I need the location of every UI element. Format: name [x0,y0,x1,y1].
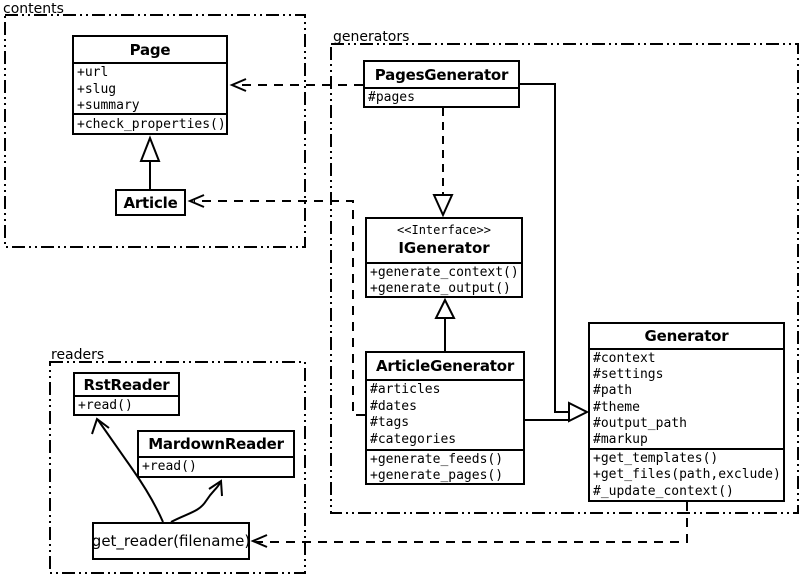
class-generator: Generator #context #settings #path #them… [588,322,785,502]
attribute: #articles [370,382,441,397]
attribute: #context [593,351,656,366]
package-contents-border [4,14,306,248]
attribute: #tags [370,415,410,430]
realization-pagesgenerator-igenerator [432,108,454,218]
attribute: #output_path [593,415,687,431]
attribute: #pages [368,90,415,105]
class-article: Article [115,189,186,216]
attribute: #settings [593,367,664,383]
class-pages-generator-name: PagesGenerator [374,65,509,84]
class-mardown-reader-name: MardownReader [148,435,284,453]
class-igenerator-name: IGenerator [398,239,490,257]
class-generator-name: Generator [644,327,729,345]
generalization-article-page [139,135,161,189]
method: +check_properties() [77,117,226,132]
class-igenerator: <<Interface>> IGenerator +generate_conte… [365,217,523,298]
class-mardown-reader: MardownReader +read() [137,430,295,478]
attribute: #categories [370,431,457,447]
class-article-name: Article [123,193,178,212]
method: +get_files(path,exclude) [593,467,781,483]
dependency-pagesgenerator-page [229,78,363,92]
package-generators-border [330,43,799,514]
dependency-generator-getreader [250,502,688,548]
attribute: #path [593,383,633,399]
package-readers-border [49,361,306,574]
dependency-articlegenerator-article [187,194,365,416]
class-page-name: Page [129,40,171,59]
attribute: #theme [593,399,640,415]
attribute: +url [77,65,109,80]
function-get-reader: get_reader(filename) [92,522,250,560]
package-label-contents: contents [3,1,64,17]
attribute: +summary [77,98,140,113]
package-label-readers: readers [51,347,105,363]
class-rst-reader: RstReader +read() [73,372,180,416]
method: +read() [78,398,133,413]
generalization-generators-generator [520,83,590,423]
class-rst-reader-name: RstReader [83,375,170,394]
method: +generate_output() [370,281,511,296]
method: +generate_context() [370,265,519,280]
class-article-generator: ArticleGenerator #articles #dates #tags … [365,351,525,485]
function-get-reader-label: get_reader(filename) [91,532,251,550]
reference-getreader-mardownreader [170,479,223,523]
class-igenerator-stereotype: <<Interface>> [397,223,491,237]
class-pages-generator: PagesGenerator #pages [363,60,520,108]
generalization-articlegenerator-igenerator [434,297,456,351]
method: #_update_context() [593,483,734,499]
method: +generate_pages() [370,467,504,483]
attribute: #dates [370,398,417,414]
reference-getreader-rstreader [91,417,164,523]
attribute: +slug [77,81,117,97]
class-page: Page +url +slug +summary +check_properti… [72,35,228,135]
package-label-generators: generators [333,29,410,45]
method: +generate_feeds() [370,452,504,467]
attribute: #markup [593,432,648,448]
method: +read() [142,459,197,474]
method: +get_templates() [593,451,719,466]
class-article-generator-name: ArticleGenerator [375,357,515,375]
